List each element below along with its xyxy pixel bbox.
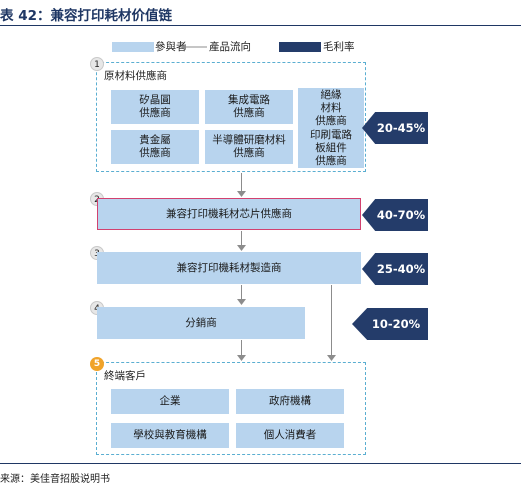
step5-customer-individual: 個人消費者 — [236, 423, 344, 448]
step1-margin-badge: 20-45% — [362, 112, 428, 144]
step1-supplier-semiconductor-polishing: 半導體研磨材料 供應商 — [205, 130, 293, 164]
flow-arrowhead-2-3-icon — [237, 245, 246, 251]
step1-label: 原材料供應商 — [104, 70, 167, 82]
flow-arrowhead-4-5-icon — [237, 355, 246, 361]
step5-customer-education: 學校與教育機構 — [111, 423, 229, 448]
step4-distributor-box: 分銷商 — [97, 307, 305, 339]
step1-number: 1 — [90, 57, 104, 71]
step5-label: 終端客戶 — [104, 370, 146, 382]
flow-arrow-2-3 — [241, 231, 242, 247]
step5-customer-government: 政府機構 — [236, 389, 344, 414]
source-note: 来源：美佳音招股说明书 — [0, 474, 110, 485]
legend-margin-swatch — [279, 42, 321, 52]
title-divider — [0, 25, 521, 26]
flow-arrow-1-2 — [241, 173, 242, 193]
legend-flow-label: 產品流向 — [209, 41, 251, 53]
flow-arrow-3-5-direct — [331, 285, 332, 356]
step1-supplier-insulation-material: 絕緣 材料 供應商 — [298, 88, 364, 128]
step5-number: 5 — [90, 357, 104, 371]
step2-margin-badge: 40-70% — [362, 199, 428, 231]
source-divider — [0, 463, 521, 464]
legend-flow-arrow-icon — [180, 44, 207, 50]
step5-customer-enterprise: 企業 — [111, 389, 229, 414]
step2-chip-supplier-box: 兼容打印機耗材芯片供應商 — [97, 198, 361, 230]
legend-participant-swatch — [112, 42, 154, 52]
flow-arrowhead-3-4-icon — [237, 299, 246, 305]
flow-arrow-4-5 — [241, 340, 242, 356]
figure-title: 表 42：兼容打印耗材价值链 — [0, 8, 172, 24]
step3-margin-badge: 25-40% — [362, 253, 428, 285]
step4-margin-badge: 10-20% — [352, 308, 428, 340]
flow-arrow-3-4 — [241, 285, 242, 301]
legend-participant-label: 參與者 — [155, 41, 187, 53]
step1-supplier-pcb-assembly: 印刷電路 板組件 供應商 — [298, 128, 364, 168]
flow-arrowhead-1-2-icon — [237, 191, 246, 197]
step1-supplier-silicon-wafer: 矽晶圓 供應商 — [111, 90, 199, 124]
flow-arrowhead-3-5-icon — [327, 355, 336, 361]
legend-margin-label: 毛利率 — [323, 41, 355, 53]
step1-supplier-integrated-circuit: 集成電路 供應商 — [205, 90, 293, 124]
step3-manufacturer-box: 兼容打印機耗材製造商 — [97, 252, 361, 284]
step1-supplier-precious-metal: 貴金屬 供應商 — [111, 130, 199, 164]
